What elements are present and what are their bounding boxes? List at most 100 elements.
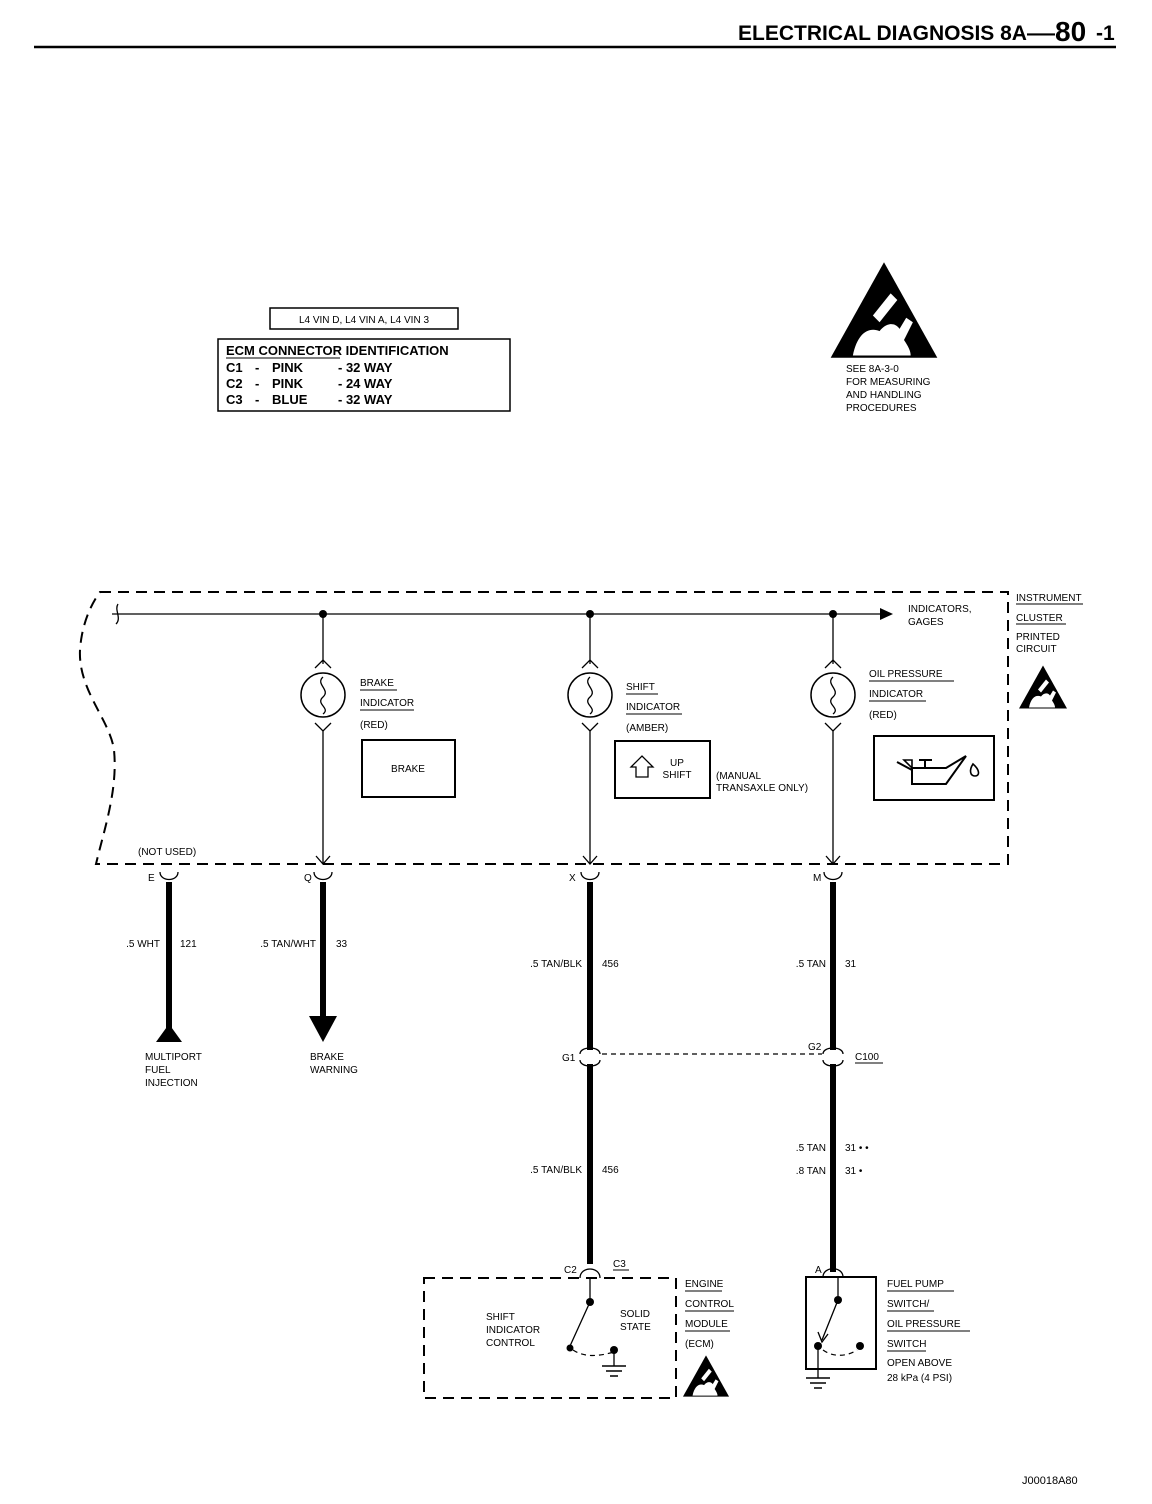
shift-indicator-note: TRANSAXLE ONLY) <box>716 783 808 794</box>
esd-warning-icon <box>830 262 938 358</box>
connector-color: PINK <box>272 376 304 391</box>
ecm-connector-row: C3 - BLUE - 32 WAY <box>226 392 393 407</box>
wire-circuit: 121 <box>180 939 197 950</box>
connector-ways: - 32 WAY <box>338 392 393 407</box>
esd-note-line: PROCEDURES <box>846 403 917 414</box>
wire-size-color: .5 TAN <box>796 959 826 970</box>
page-header-title: ELECTRICAL DIAGNOSIS 8A <box>738 22 1027 45</box>
wire-circuit: 31 <box>845 959 857 970</box>
oil-pressure-indicator: OIL PRESSURE INDICATOR (RED) <box>810 614 995 865</box>
connector-ways: - 24 WAY <box>338 376 393 391</box>
bus-label-line: INDICATORS, <box>908 604 972 615</box>
oil-indicator-name: OIL PRESSURE <box>869 669 943 680</box>
brake-warning-arrow <box>309 1016 337 1042</box>
ecm-state-label: SOLID <box>620 1309 650 1320</box>
wire-33: .5 TAN/WHT 33 BRAKE WARNING <box>260 882 358 1076</box>
brake-indicator: BRAKE INDICATOR (RED) BRAKE <box>300 614 456 865</box>
ecm-connector-row: C2 - PINK - 24 WAY <box>226 376 393 391</box>
ecm-control-label: SHIFT <box>486 1312 515 1323</box>
c100-name: C100 <box>855 1052 879 1063</box>
brake-warning-label: WARNING <box>310 1065 358 1076</box>
cluster-pin-label: E <box>148 873 155 884</box>
shift-indicator-name: SHIFT <box>626 682 655 693</box>
ecm-module-label: ENGINE <box>685 1279 724 1290</box>
wire-size-color: .5 TAN <box>796 1143 826 1154</box>
connector-ways: - 32 WAY <box>338 360 393 375</box>
ecm-connector-row: C1 - PINK - 32 WAY <box>226 360 393 375</box>
cluster-label-line: INSTRUMENT <box>1016 593 1082 604</box>
shift-indicator-display: SHIFT <box>663 770 692 781</box>
wire-size-color: .8 TAN <box>796 1166 826 1177</box>
not-used-label: (NOT USED) <box>138 847 196 858</box>
connector-id: C3 <box>226 392 243 407</box>
instrument-cluster: INSTRUMENT CLUSTER PRINTED CIRCUIT INDIC… <box>78 591 1083 865</box>
wire-size-color: .5 TAN/BLK <box>530 1165 582 1176</box>
ecm-control-label: CONTROL <box>486 1338 535 1349</box>
wire-circuit: 31 • • <box>845 1143 869 1154</box>
wire-121: .5 WHT 121 MULTIPORT FUEL INJECTION <box>126 882 202 1089</box>
ecm-state-label: STATE <box>620 1322 651 1333</box>
wire-size-color: .5 WHT <box>126 939 160 950</box>
esd-warning: SEE 8A-3-0 FOR MEASURING AND HANDLING PR… <box>830 262 938 414</box>
mpfi-label: MULTIPORT <box>145 1052 202 1063</box>
connector-id: C1 <box>226 360 243 375</box>
shift-indicator: SHIFT INDICATOR (AMBER) UP SHIFT (MANUAL… <box>567 614 808 865</box>
brake-indicator-name: INDICATOR <box>360 698 414 709</box>
up-arrow-icon <box>629 755 655 778</box>
ecm-connector-table-title: ECM CONNECTOR IDENTIFICATION <box>226 343 449 358</box>
mpfi-destination-arrow <box>156 1024 182 1042</box>
ecm-pin-right: C3 <box>613 1259 626 1270</box>
wire-size-color: .5 TAN/BLK <box>530 959 582 970</box>
esd-note-line: AND HANDLING <box>846 390 922 401</box>
connector-color: BLUE <box>272 392 308 407</box>
wire-456: .5 TAN/BLK 456 .5 TAN/BLK 456 <box>530 882 619 1264</box>
engine-control-module: C2 C3 SHIFT INDICATOR CONTROL SOLID STAT… <box>423 1259 734 1399</box>
shift-indicator-color: (AMBER) <box>626 723 668 734</box>
cluster-label-line: PRINTED <box>1016 632 1060 643</box>
connector-color: PINK <box>272 360 304 375</box>
fuel-pump-note: 28 kPa (4 PSI) <box>887 1373 952 1384</box>
page-number-suffix: -1 <box>1096 22 1115 45</box>
oil-indicator-color: (RED) <box>869 710 897 721</box>
fuel-pump-switch: A FUEL PUMP SWITCH/ OIL PRESSURE SWITCH … <box>805 1265 970 1389</box>
cluster-esd-icon <box>1019 665 1067 709</box>
esd-note-line: SEE 8A-3-0 <box>846 364 899 375</box>
wire-circuit: 456 <box>602 959 619 970</box>
page-number: 80 <box>1055 16 1086 47</box>
connector-sep: - <box>255 376 259 391</box>
fuel-pump-label: SWITCH/ <box>887 1299 929 1310</box>
fuel-pump-label: SWITCH <box>887 1339 926 1350</box>
fuel-pump-label: OIL PRESSURE <box>887 1319 961 1330</box>
fuel-pump-note: OPEN ABOVE <box>887 1358 952 1369</box>
oil-indicator-name: INDICATOR <box>869 689 923 700</box>
fuel-pump-pin: A <box>815 1265 822 1276</box>
c100-right-pin: G2 <box>808 1042 822 1053</box>
page-header-dash: — <box>1027 22 1055 45</box>
c100-connector: G1 G2 C100 <box>562 1042 883 1064</box>
page-header: ELECTRICAL DIAGNOSIS 8A — 80 -1 <box>34 16 1116 49</box>
figure-id: J00018A80 <box>1022 1475 1078 1487</box>
mpfi-label: FUEL <box>145 1065 171 1076</box>
ecm-connector-table: ECM CONNECTOR IDENTIFICATION C1 - PINK -… <box>217 338 511 412</box>
shift-indicator-name: INDICATOR <box>626 702 680 713</box>
bus-label-line: GAGES <box>908 617 944 628</box>
ecm-pin-left: C2 <box>564 1265 577 1276</box>
ecm-control-label: INDICATOR <box>486 1325 540 1336</box>
ecm-module-label: MODULE <box>685 1319 728 1330</box>
c100-left-pin: G1 <box>562 1053 576 1064</box>
ecm-module-label: (ECM) <box>685 1339 714 1350</box>
wire-circuit: 33 <box>336 939 348 950</box>
brake-indicator-name: BRAKE <box>360 678 394 689</box>
shift-indicator-display: UP <box>670 758 684 769</box>
cluster-label-line: CIRCUIT <box>1016 644 1057 655</box>
brake-indicator-display: BRAKE <box>391 764 425 775</box>
cluster-label-line: CLUSTER <box>1016 613 1063 624</box>
mpfi-label: INJECTION <box>145 1078 198 1089</box>
cluster-pin-label: X <box>569 873 576 884</box>
vin-box-text: L4 VIN D, L4 VIN A, L4 VIN 3 <box>299 315 430 326</box>
wire-size-color: .5 TAN/WHT <box>260 939 316 950</box>
vin-box: L4 VIN D, L4 VIN A, L4 VIN 3 <box>269 307 459 330</box>
ecm-module-label: CONTROL <box>685 1299 734 1310</box>
fuel-pump-label: FUEL PUMP <box>887 1279 944 1290</box>
